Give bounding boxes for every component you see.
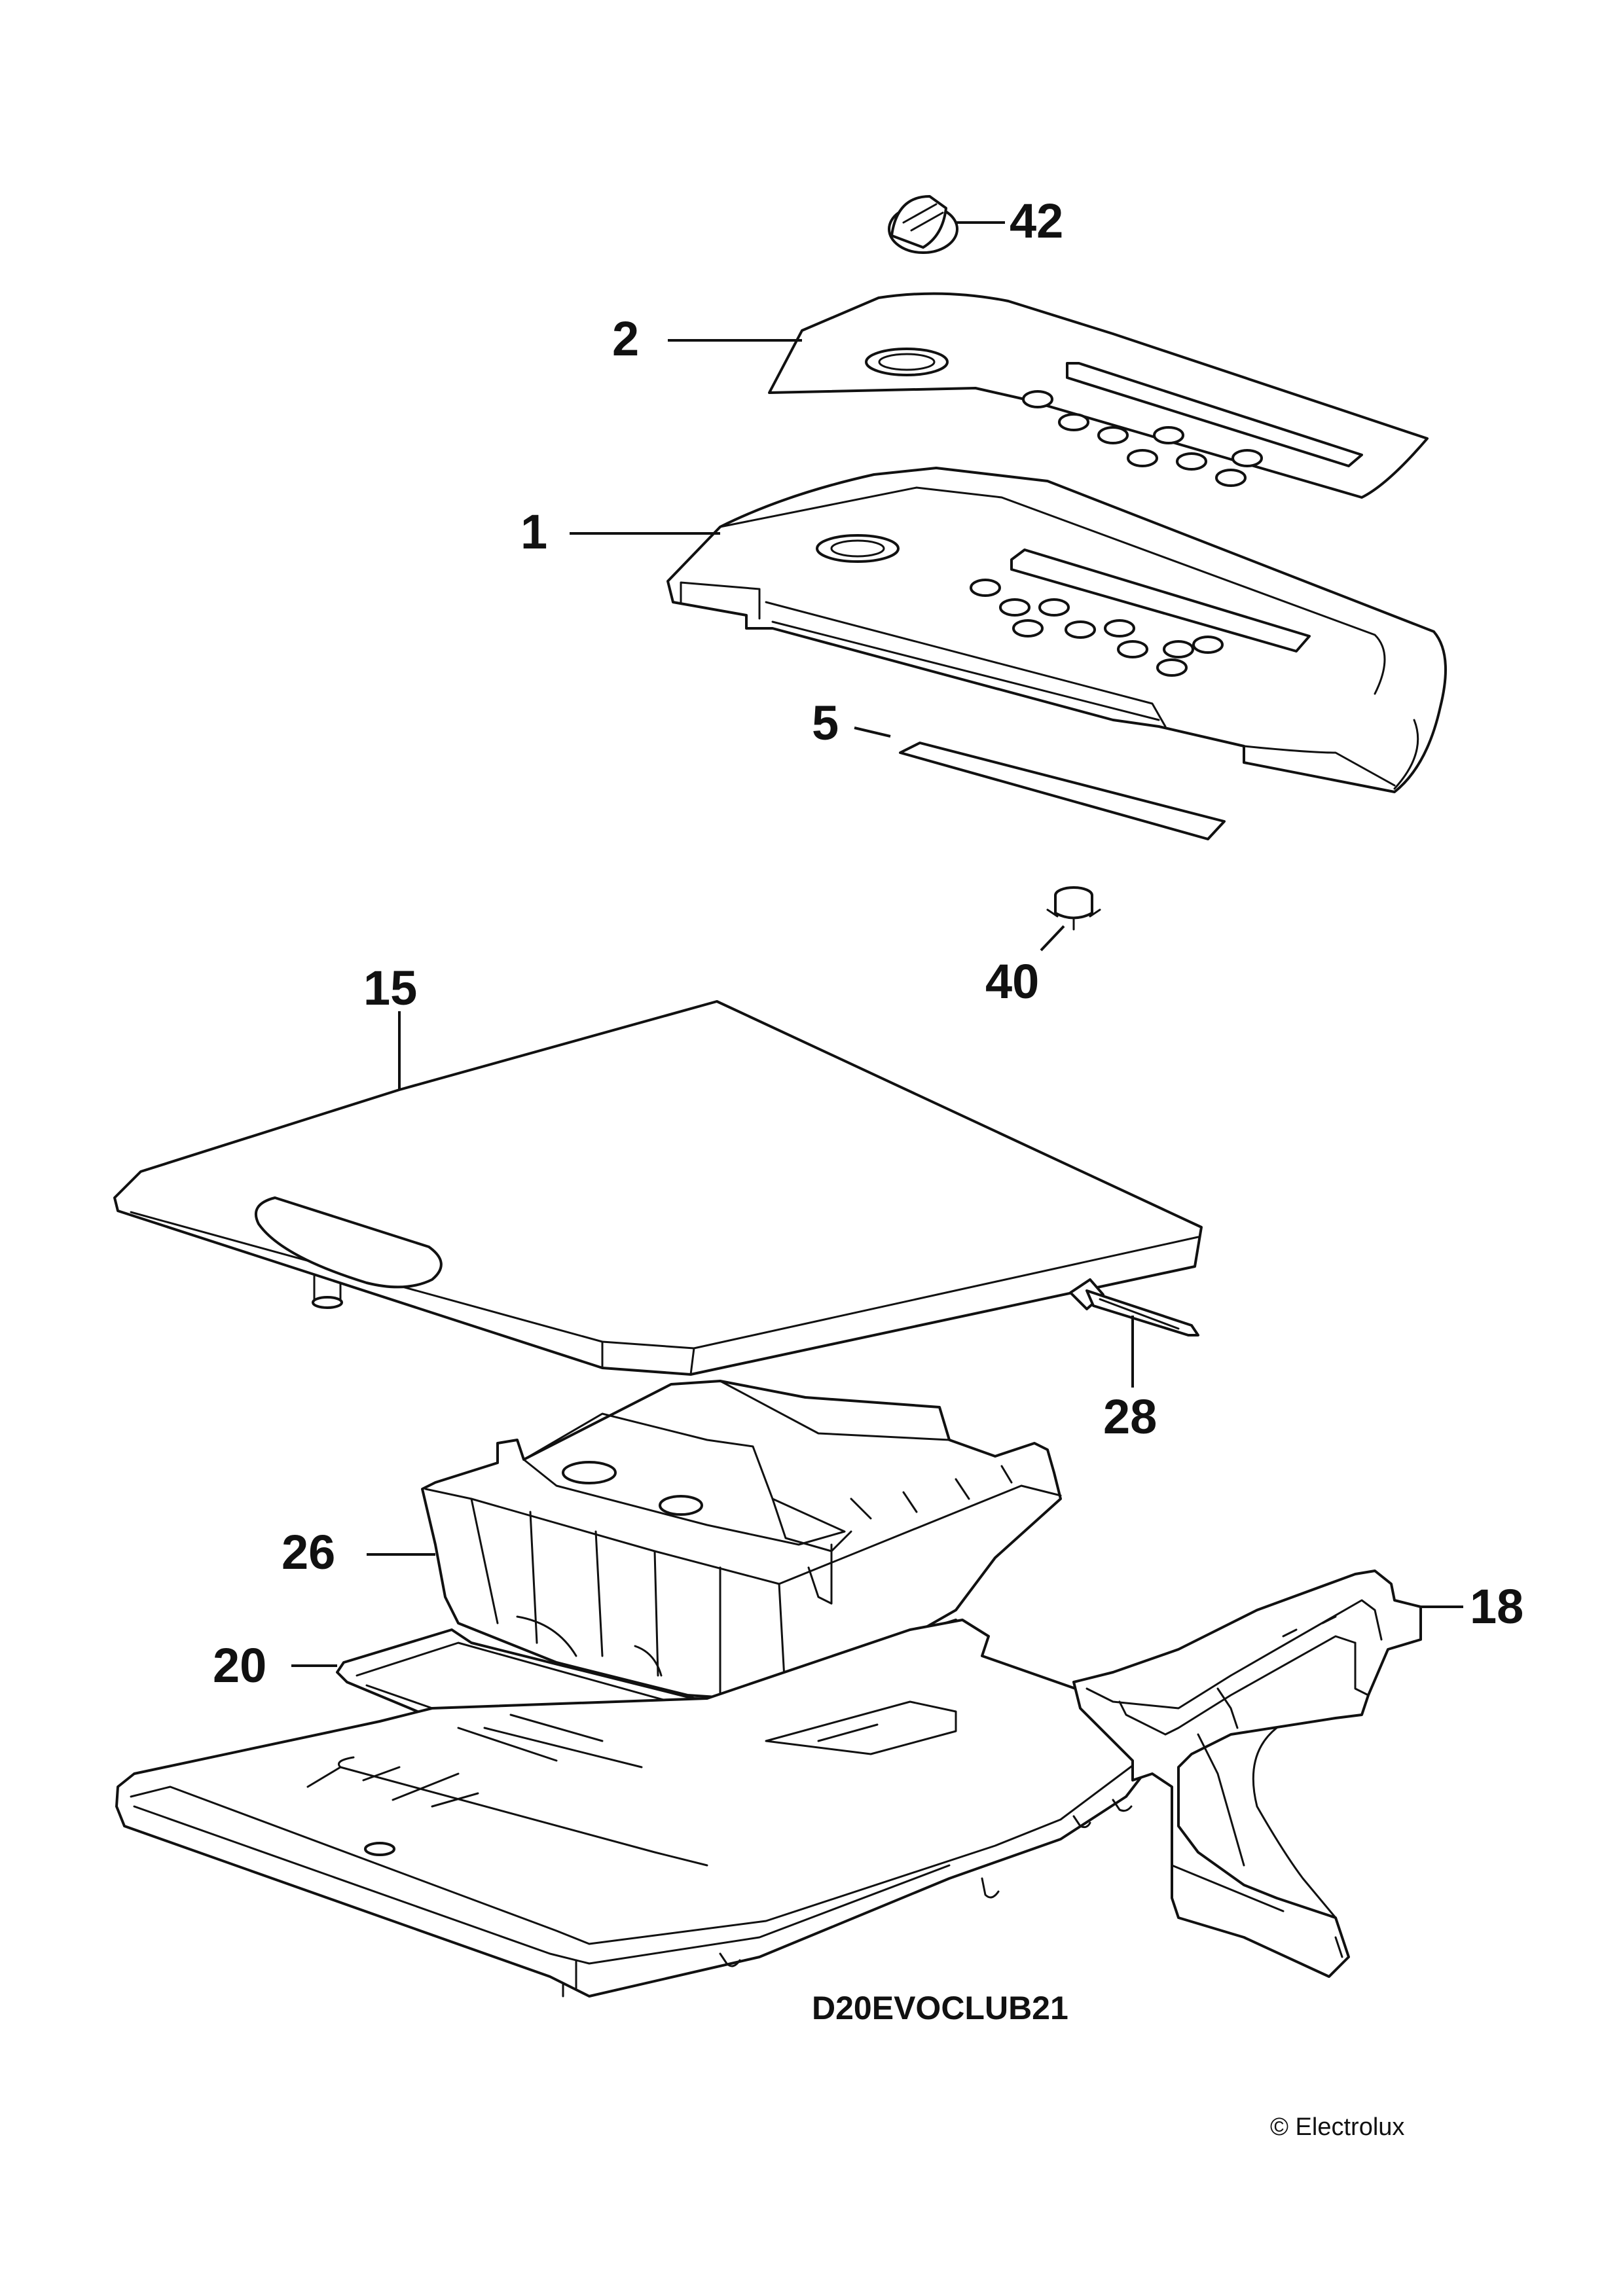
callout-2: 2 [612,312,639,366]
part-2-panel-overlay [668,292,1429,499]
callout-18: 18 [1470,1579,1523,1634]
callout-15: 15 [363,961,417,1015]
part-15-top-lid [113,1000,1203,1376]
part-18-rear-support [1072,1570,1463,1978]
part-5-label-strip [854,726,1226,840]
diagram-code: D20EVOCLUB21 [812,1990,1068,2026]
copyright-notice: © Electrolux [1270,2113,1404,2141]
callout-26: 26 [282,1525,335,1579]
callout-42: 42 [1010,194,1063,248]
callout-28: 28 [1103,1390,1157,1444]
part-42-knob [888,195,1005,254]
part-1-panel-housing [570,467,1447,793]
callout-40: 40 [985,954,1039,1009]
callout-20: 20 [213,1638,266,1693]
callout-5: 5 [812,696,839,750]
callout-1: 1 [520,505,547,559]
part-26-dispenser [367,1380,1062,1703]
part-28-pin [1069,1278,1199,1388]
part-40-button [1040,886,1101,952]
